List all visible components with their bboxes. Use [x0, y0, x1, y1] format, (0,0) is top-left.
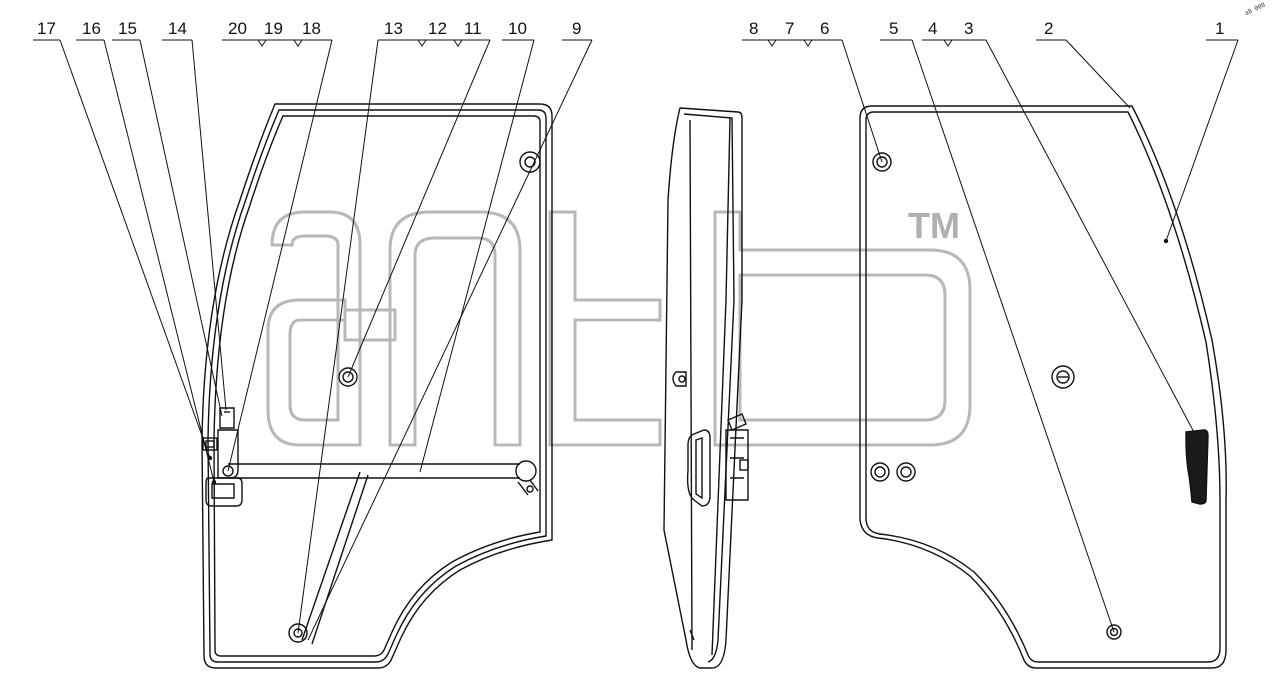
callout-18: 18 [302, 19, 321, 38]
side-handle [686, 429, 711, 507]
door-side-outline [663, 107, 743, 669]
door-side-view [663, 107, 749, 669]
door-exterior-view [859, 105, 1227, 669]
door-exterior-outline [859, 105, 1227, 669]
callout-9: 9 [572, 19, 581, 38]
leader-lines [33, 39, 1239, 641]
door-interior-inner-panel [213, 115, 541, 657]
callout-15: 15 [118, 19, 137, 38]
callout-16: 16 [82, 19, 101, 38]
lower-pivot-bolt [288, 623, 308, 643]
callout-labels: 17 16 15 14 20 19 18 13 12 11 10 9 8 7 6… [37, 19, 1224, 38]
watermark-logo [266, 210, 972, 447]
callout-4: 4 [928, 19, 937, 38]
gas-strut [301, 471, 369, 645]
check-rod [228, 463, 520, 479]
callout-1: 1 [1215, 19, 1224, 38]
upper-pivot-bolt [519, 151, 541, 173]
callout-13: 13 [384, 19, 403, 38]
exterior-lock-cylinder [1051, 365, 1075, 389]
exterior-bolt-lower-a [870, 462, 890, 482]
callout-14: 14 [168, 19, 187, 38]
callout-8: 8 [749, 19, 758, 38]
exterior-bolt-bottom [1106, 624, 1122, 640]
lock-button [202, 437, 218, 451]
callout-6: 6 [820, 19, 829, 38]
callout-3: 3 [964, 19, 973, 38]
callout-5: 5 [889, 19, 898, 38]
corner-mark: a8 000 [1244, 1, 1267, 17]
door-interior-view [201, 103, 553, 669]
door-exterior-glass-edge [865, 111, 1221, 663]
door-interior-seal [207, 109, 547, 663]
callout-7: 7 [785, 19, 794, 38]
callout-17: 17 [37, 19, 56, 38]
exterior-handle [1185, 429, 1209, 505]
exterior-bolt-lower-b [896, 462, 916, 482]
callout-10: 10 [508, 19, 527, 38]
callout-20: 20 [228, 19, 247, 38]
callout-19: 19 [264, 19, 283, 38]
panel-grommet [338, 367, 358, 387]
callout-11: 11 [464, 19, 482, 38]
watermark-trademark: TM [908, 205, 960, 246]
callout-12: 12 [428, 19, 447, 38]
door-interior-outer-edge [201, 103, 553, 669]
callout-2: 2 [1044, 19, 1053, 38]
exterior-bolt-top [872, 152, 892, 172]
side-lock-block [725, 429, 749, 501]
side-latch [672, 371, 687, 387]
inner-handle [205, 477, 243, 507]
